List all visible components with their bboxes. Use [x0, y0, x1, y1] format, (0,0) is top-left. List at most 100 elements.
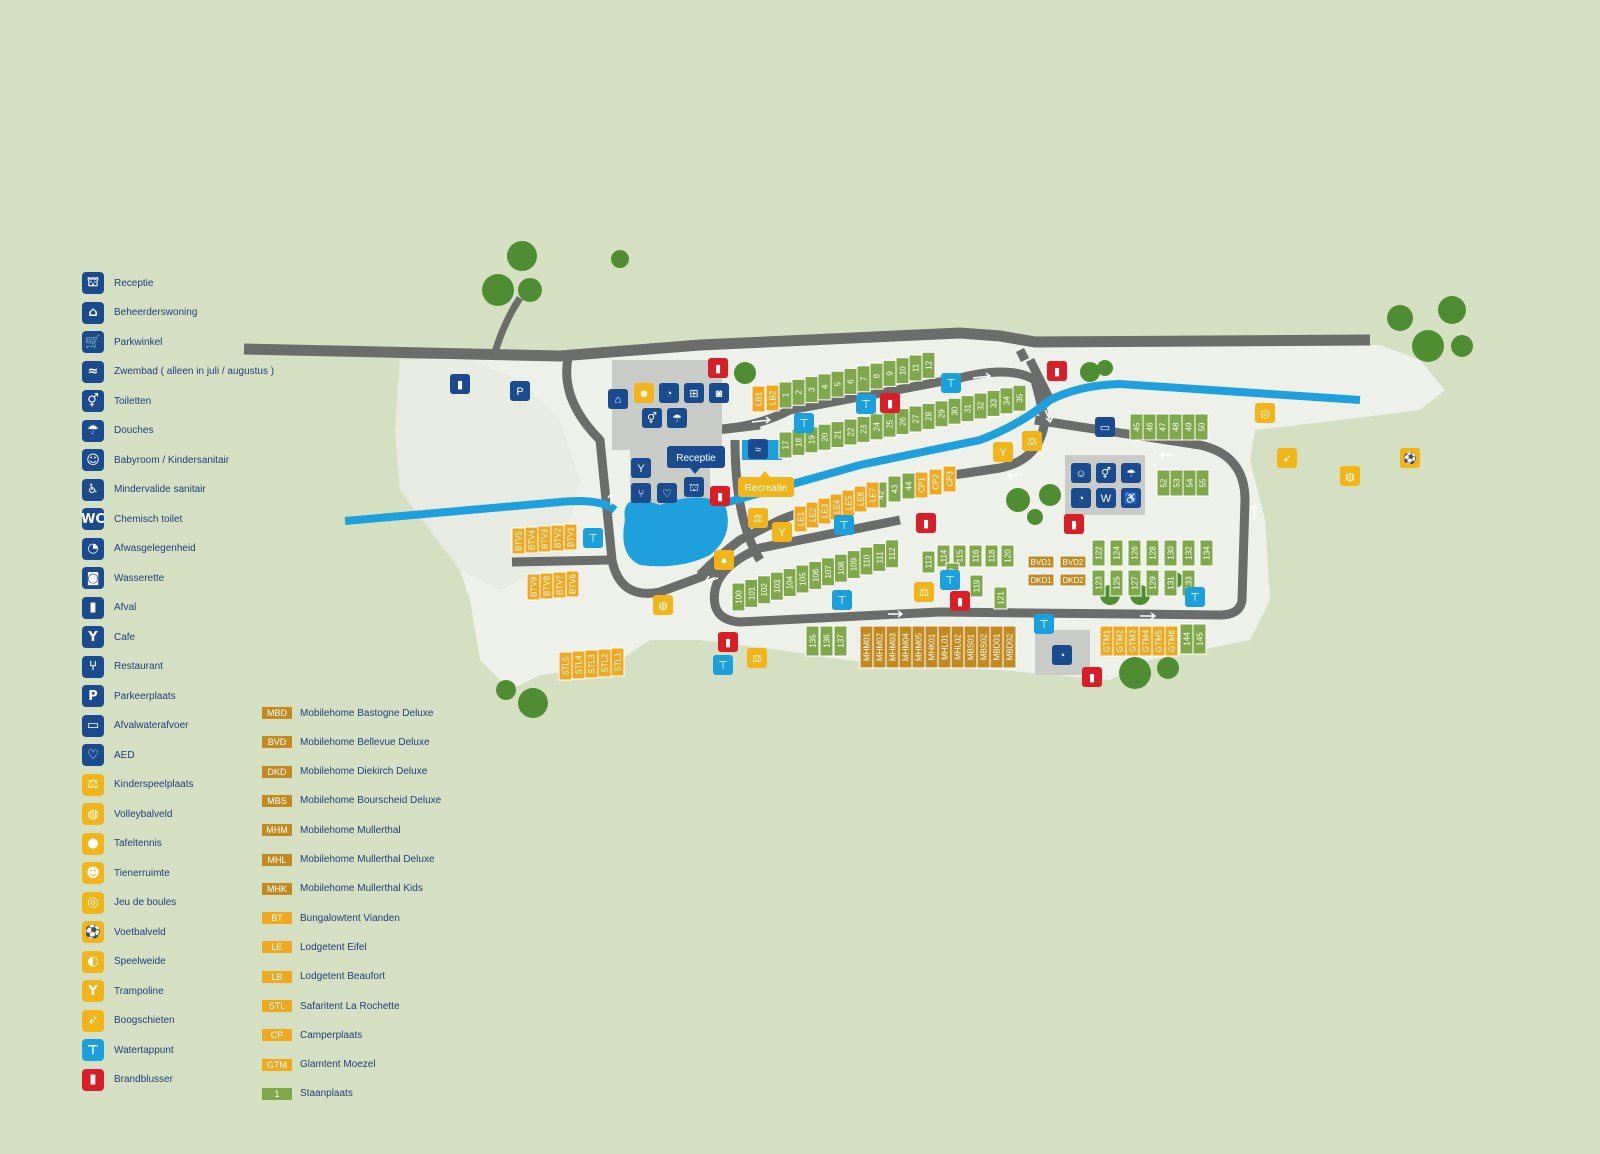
trampoline-icon[interactable]: Y — [993, 442, 1013, 462]
plot-stl1[interactable]: STL1 — [610, 647, 625, 677]
plot-11[interactable]: 11 — [908, 354, 923, 382]
plot-105[interactable]: 105 — [795, 564, 810, 594]
plot-48[interactable]: 48 — [1168, 413, 1183, 441]
water-tap-icon[interactable]: ⊤ — [940, 570, 960, 590]
plot-mhm03[interactable]: MHM03 — [885, 625, 900, 669]
plot-18[interactable]: 18 — [791, 428, 806, 456]
plot-132[interactable]: 132 — [1181, 539, 1196, 567]
plot-109[interactable]: 109 — [846, 550, 861, 580]
boules-icon[interactable]: ◎ — [1255, 403, 1275, 423]
shower-icon[interactable]: ☂ — [1121, 463, 1141, 483]
plot-128[interactable]: 128 — [1145, 539, 1160, 567]
plot-le2[interactable]: LE2 — [805, 501, 820, 529]
plot-46[interactable]: 46 — [1142, 413, 1157, 441]
plot-gtm2[interactable]: GTM2 — [1112, 625, 1127, 657]
fire-extinguisher-icon[interactable]: ▮ — [950, 591, 970, 611]
plot-btv8[interactable]: BTV8 — [539, 572, 554, 600]
plot-mbs02[interactable]: MBS02 — [976, 625, 991, 669]
plot-135[interactable]: 135 — [805, 625, 820, 657]
plot-bvd1[interactable]: BVD1 — [1027, 555, 1055, 569]
plot-cp1[interactable]: CP1 — [914, 471, 929, 499]
toilets-icon[interactable]: ⚥ — [1096, 463, 1116, 483]
volleyball-icon[interactable]: ◍ — [653, 595, 673, 615]
plot-le7[interactable]: LE7 — [865, 481, 880, 509]
plot-47[interactable]: 47 — [1155, 413, 1170, 441]
plot-43[interactable]: 43 — [887, 475, 902, 503]
plot-107[interactable]: 107 — [821, 557, 836, 587]
plot-stl3[interactable]: STL3 — [584, 649, 599, 679]
house-icon[interactable]: ⌂ — [608, 389, 628, 409]
plot-44[interactable]: 44 — [901, 472, 916, 500]
plot-mhl02[interactable]: MHL02 — [950, 625, 965, 669]
plot-55[interactable]: 55 — [1195, 469, 1210, 497]
volleyball-icon[interactable]: ◍ — [1340, 466, 1360, 486]
plot-131[interactable]: 131 — [1163, 569, 1178, 597]
plot-le5[interactable]: LE5 — [841, 489, 856, 517]
reception-icon[interactable]: ⛫ — [684, 477, 704, 497]
plot-33[interactable]: 33 — [986, 389, 1001, 417]
plot-101[interactable]: 101 — [744, 578, 759, 608]
plot-le6[interactable]: LE6 — [853, 485, 868, 513]
plot-cp3[interactable]: CP3 — [942, 465, 957, 493]
football-icon[interactable]: ⚽ — [1400, 448, 1420, 468]
water-tap-icon[interactable]: ⊤ — [713, 655, 733, 675]
plot-144[interactable]: 144 — [1179, 623, 1194, 655]
plot-30[interactable]: 30 — [947, 397, 962, 425]
plot-125[interactable]: 125 — [1109, 569, 1124, 597]
playground-icon[interactable]: ⚖ — [914, 582, 934, 602]
plot-20[interactable]: 20 — [817, 423, 832, 451]
plot-5[interactable]: 5 — [830, 370, 845, 398]
plot-54[interactable]: 54 — [1182, 469, 1197, 497]
aed-icon[interactable]: ♡ — [657, 483, 677, 503]
shower-icon[interactable]: ☂ — [667, 408, 687, 428]
plot-129[interactable]: 129 — [1145, 569, 1160, 597]
swimming-icon[interactable]: ≈ — [748, 439, 768, 459]
fire-extinguisher-icon[interactable]: ▮ — [1047, 361, 1067, 381]
plot-2[interactable]: 2 — [791, 378, 806, 406]
plot-dkd2[interactable]: DKD2 — [1059, 573, 1087, 587]
dishwash-icon[interactable]: ◔ — [1052, 645, 1072, 665]
plot-23[interactable]: 23 — [856, 415, 871, 443]
plot-108[interactable]: 108 — [833, 553, 848, 583]
plot-lb1[interactable]: LB1 — [751, 385, 766, 413]
teen-room-icon[interactable]: ☻ — [634, 383, 654, 403]
plot-134[interactable]: 134 — [1199, 539, 1214, 567]
plot-9[interactable]: 9 — [882, 359, 897, 387]
reception-callout[interactable]: Receptie — [667, 446, 725, 474]
trampoline-icon[interactable]: Y — [772, 522, 792, 542]
plot-114[interactable]: 114 — [936, 544, 951, 568]
plot-lb2[interactable]: LB2 — [765, 384, 780, 412]
plot-136[interactable]: 136 — [819, 625, 834, 657]
cart-icon[interactable]: ⊞ — [684, 383, 704, 403]
plot-53[interactable]: 53 — [1169, 469, 1184, 497]
plot-le3[interactable]: LE3 — [817, 497, 832, 525]
plot-mbs01[interactable]: MBS01 — [963, 625, 978, 669]
fire-extinguisher-icon[interactable]: ▮ — [710, 486, 730, 506]
plot-123[interactable]: 123 — [1091, 569, 1106, 597]
fire-extinguisher-icon[interactable]: ▮ — [708, 358, 728, 378]
plot-mbd01[interactable]: MBD01 — [989, 625, 1004, 669]
fire-extinguisher-icon[interactable]: ▮ — [1064, 514, 1084, 534]
plot-52[interactable]: 52 — [1156, 469, 1171, 497]
plot-35[interactable]: 35 — [1012, 384, 1027, 412]
plot-btv2[interactable]: BTV2 — [550, 524, 565, 552]
plot-121[interactable]: 121 — [993, 586, 1008, 610]
plot-le1[interactable]: LE1 — [793, 505, 808, 533]
plot-gtm5[interactable]: GTM5 — [1151, 625, 1166, 657]
plot-50[interactable]: 50 — [1194, 413, 1209, 441]
plot-111[interactable]: 111 — [872, 542, 887, 572]
plot-137[interactable]: 137 — [833, 625, 848, 657]
plot-btv1[interactable]: BTV1 — [563, 523, 578, 551]
fire-extinguisher-icon[interactable]: ▮ — [718, 632, 738, 652]
plot-112[interactable]: 112 — [885, 539, 900, 569]
plot-106[interactable]: 106 — [808, 560, 823, 590]
plot-28[interactable]: 28 — [921, 402, 936, 430]
plot-22[interactable]: 22 — [843, 418, 858, 446]
camper-icon[interactable]: ▭ — [1095, 417, 1115, 437]
laundry-icon[interactable]: ◙ — [709, 383, 729, 403]
plot-btv3[interactable]: BTV3 — [537, 525, 552, 553]
plot-17[interactable]: 17 — [778, 431, 793, 459]
fire-extinguisher-icon[interactable]: ▮ — [916, 513, 936, 533]
plot-120[interactable]: 120 — [1000, 544, 1015, 568]
plot-25[interactable]: 25 — [882, 410, 897, 438]
